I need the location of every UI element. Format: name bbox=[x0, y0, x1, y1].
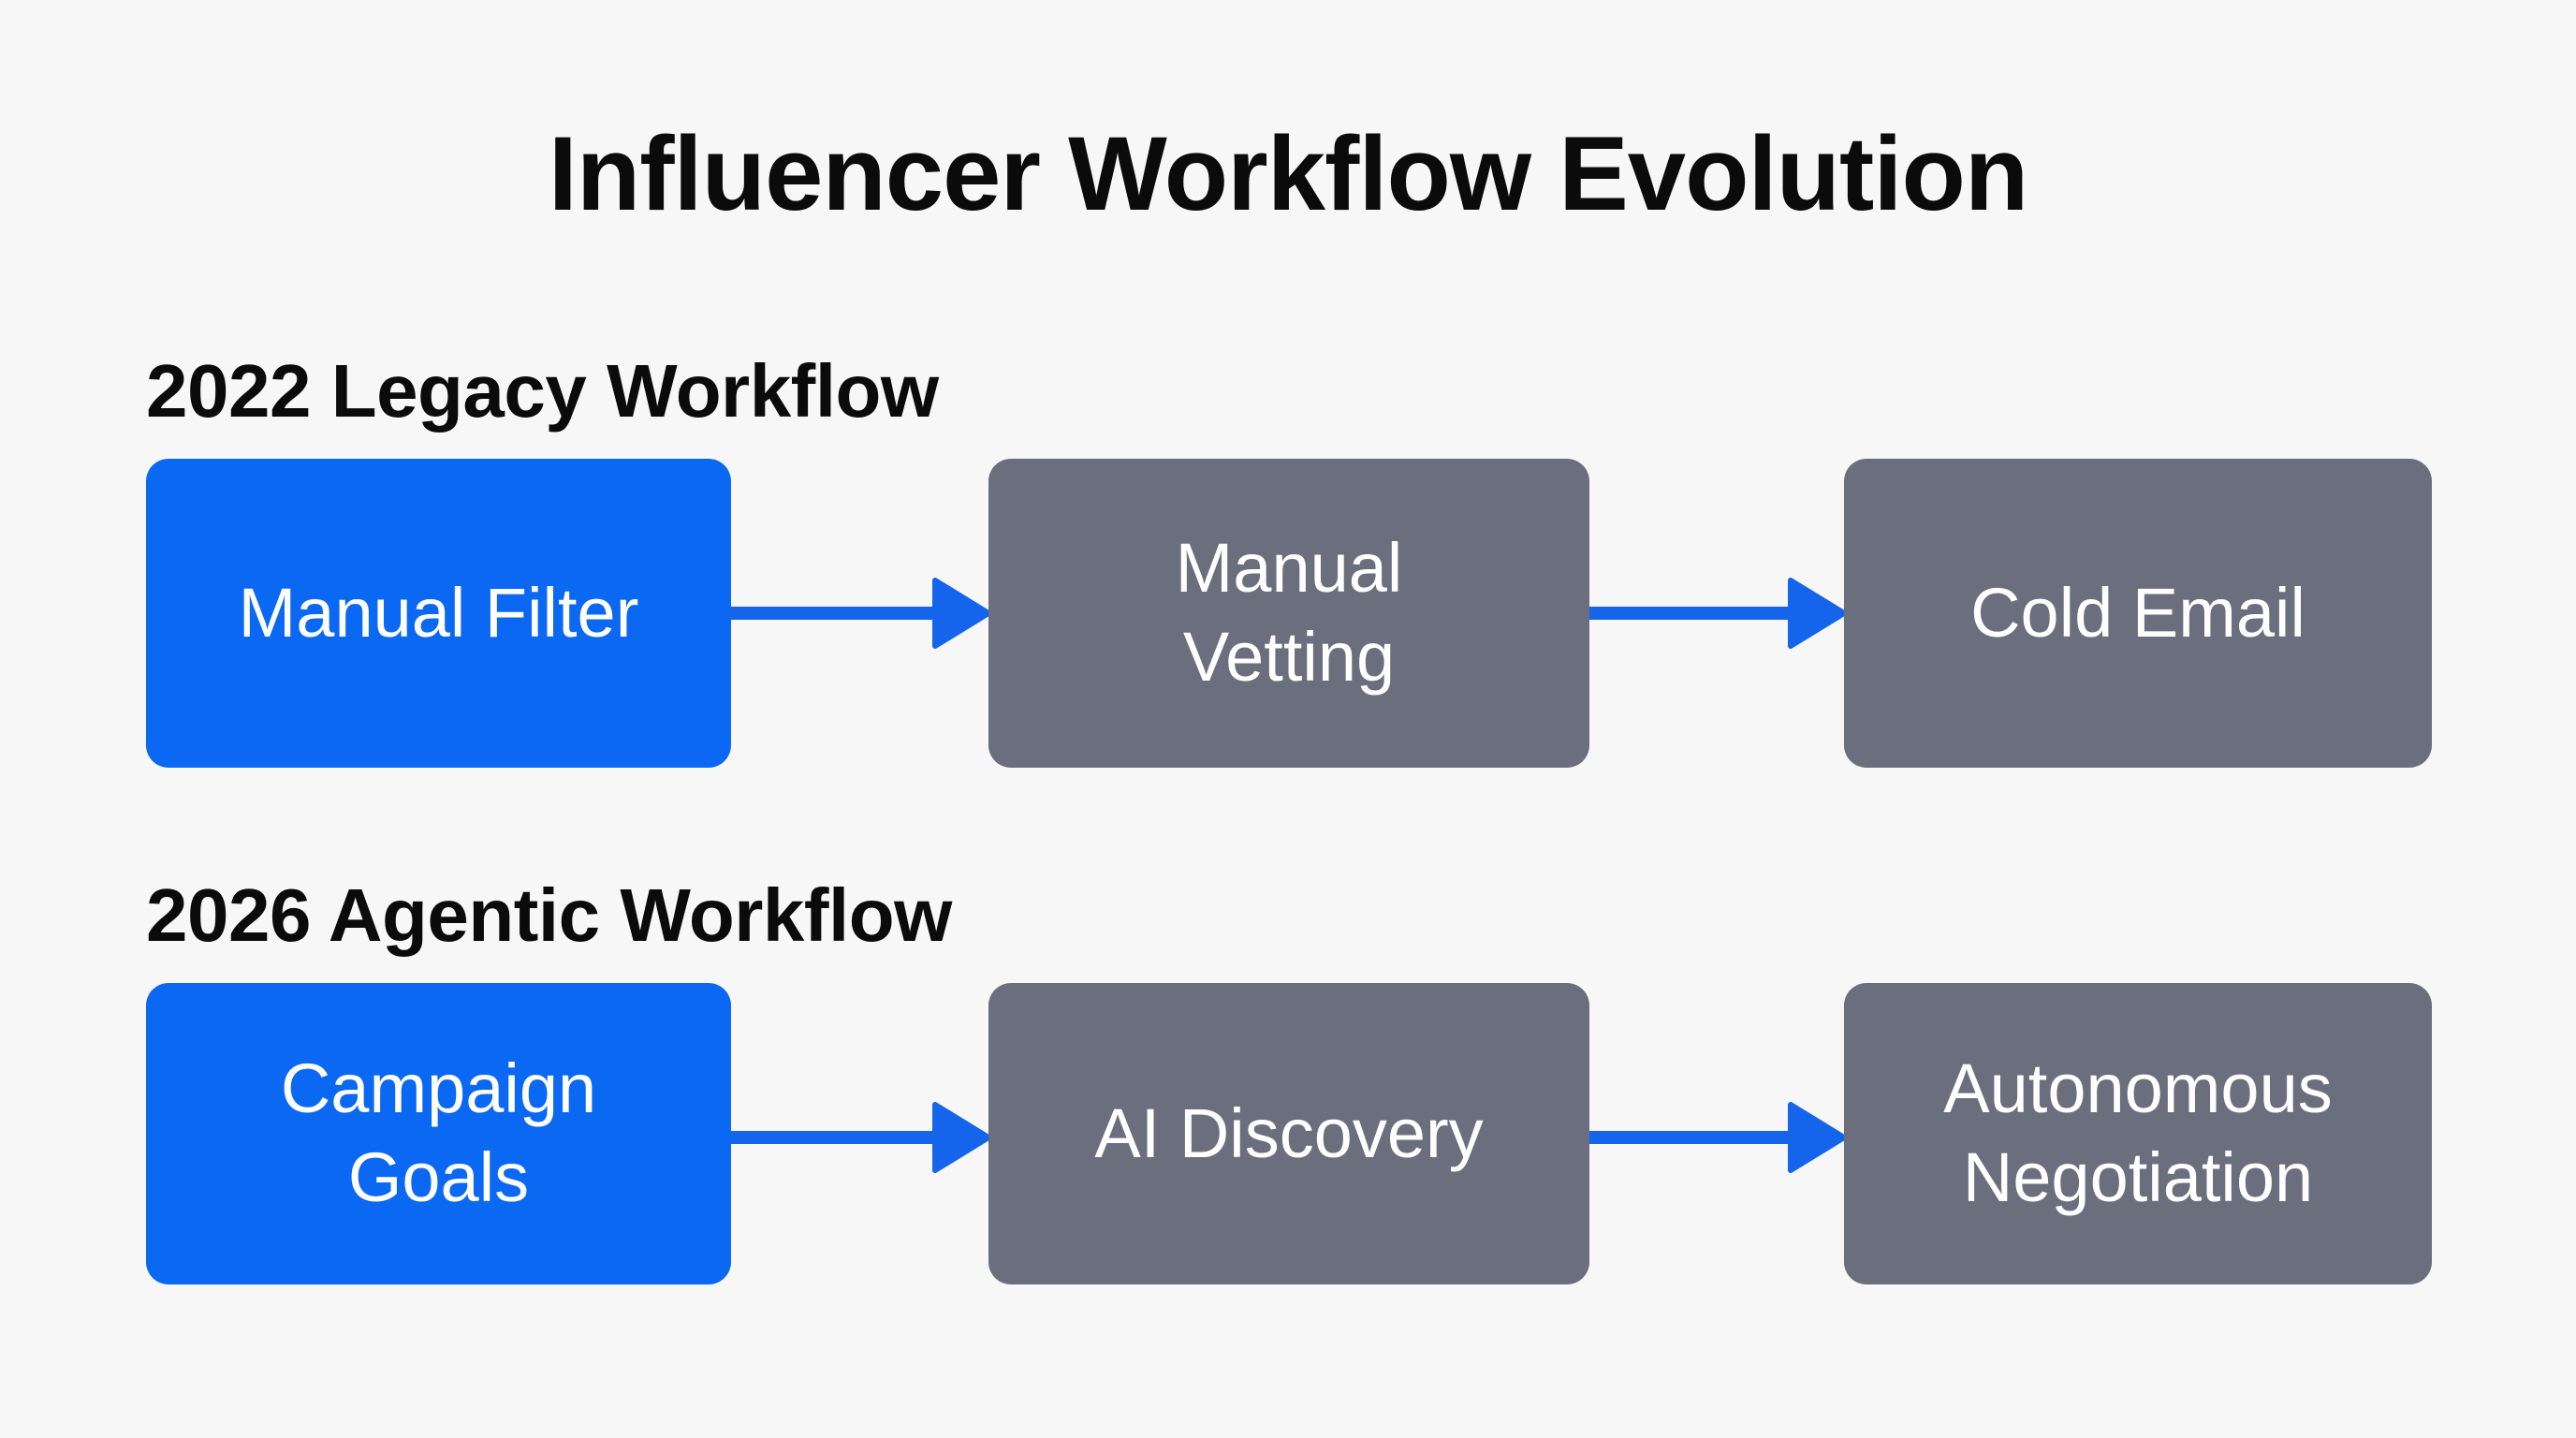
legacy-step-2-label: Manual Vetting bbox=[1175, 529, 1403, 696]
agentic-step-3-box: Autonomous Negotiation bbox=[1844, 983, 2432, 1284]
legacy-step-1-box: Manual Filter bbox=[146, 459, 731, 768]
legacy-arrow-1 bbox=[731, 578, 988, 649]
legacy-step-1-label: Manual Filter bbox=[238, 573, 639, 652]
legacy-arrow-2 bbox=[1589, 578, 1844, 649]
legacy-step-2-box: Manual Vetting bbox=[988, 459, 1589, 768]
agentic-workflow-label: 2026 Agentic Workflow bbox=[146, 873, 952, 957]
agentic-arrow-2 bbox=[1589, 1102, 1844, 1173]
legacy-workflow-label: 2022 Legacy Workflow bbox=[146, 349, 939, 433]
agentic-step-3-label: Autonomous Negotiation bbox=[1943, 1049, 2333, 1216]
diagram-title: Influencer Workflow Evolution bbox=[548, 115, 2029, 232]
agentic-arrow-1 bbox=[731, 1102, 988, 1173]
agentic-step-1-label: Campaign Goals bbox=[280, 1049, 597, 1216]
agentic-step-1-box: Campaign Goals bbox=[146, 983, 731, 1284]
legacy-step-3-box: Cold Email bbox=[1844, 459, 2432, 768]
agentic-step-2-label: AI Discovery bbox=[1094, 1093, 1484, 1172]
agentic-step-2-box: AI Discovery bbox=[988, 983, 1589, 1284]
legacy-step-3-label: Cold Email bbox=[1970, 573, 2305, 652]
